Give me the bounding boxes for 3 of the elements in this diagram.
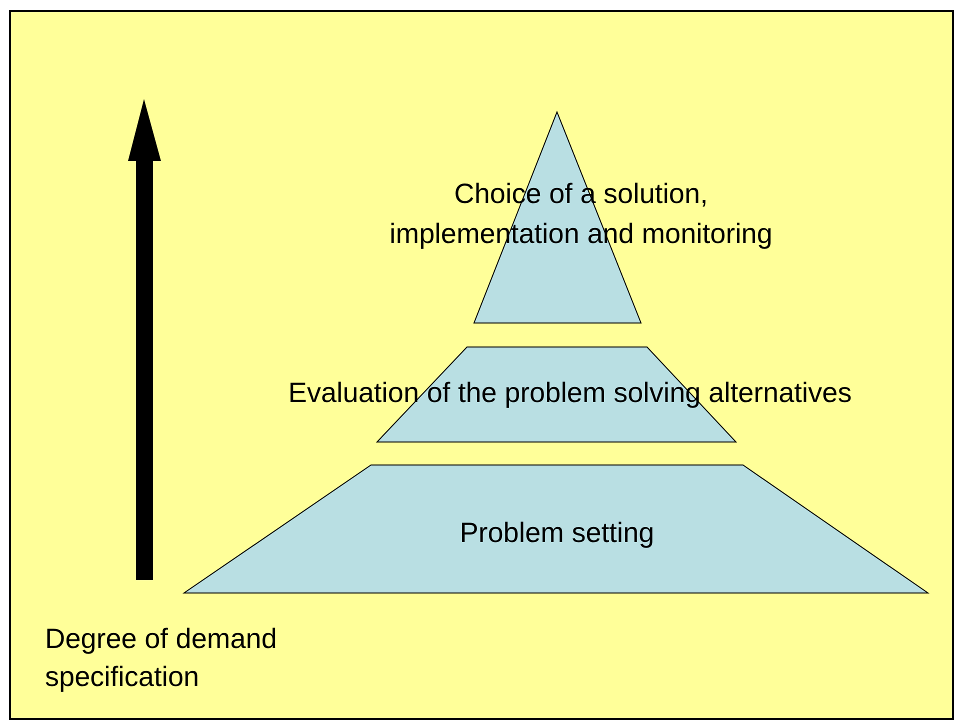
tier-label: Problem setting xyxy=(458,516,656,550)
pyramid-tier xyxy=(184,465,930,595)
axis-caption: Degree of demand specification xyxy=(45,622,278,694)
